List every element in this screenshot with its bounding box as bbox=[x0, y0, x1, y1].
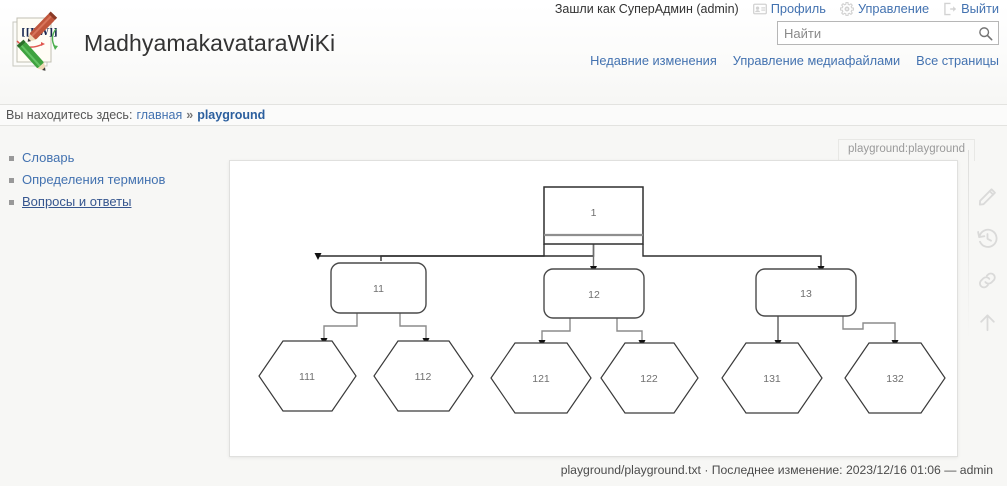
diagram-edges bbox=[317, 244, 896, 340]
diagram-node-111-label: 111 bbox=[299, 371, 315, 383]
logout-icon bbox=[943, 2, 957, 16]
diagram-node-12[interactable]: 12 bbox=[543, 268, 645, 319]
logout-link[interactable]: Выйти bbox=[943, 1, 999, 16]
flowchart-tree-diagram: 1 11 12 13 bbox=[258, 186, 946, 414]
search-button[interactable] bbox=[972, 22, 998, 44]
diagram-node-13-label: 13 bbox=[800, 288, 812, 300]
diagram-node-11-label: 11 bbox=[373, 283, 384, 295]
sidebar-item-opredeleniya-terminov[interactable]: Определения терминов bbox=[22, 172, 166, 187]
diagram-node-112[interactable]: 112 bbox=[373, 340, 474, 412]
diagram-node-131[interactable]: 131 bbox=[721, 342, 823, 414]
search-input[interactable] bbox=[778, 22, 972, 44]
site-logo-link[interactable]: [[DW]] bbox=[8, 10, 335, 76]
diagram-node-11[interactable]: 11 bbox=[330, 262, 427, 314]
breadcrumb-home-link[interactable]: главная bbox=[136, 108, 183, 122]
search-icon bbox=[978, 26, 993, 41]
diagram-node-132-label: 132 bbox=[886, 373, 904, 385]
list-item: Определения терминов bbox=[9, 172, 215, 188]
user-card-icon bbox=[752, 2, 767, 16]
breadcrumb-label: Вы находитесь здесь: bbox=[6, 108, 133, 122]
breadcrumb: Вы находитесь здесь: главная » playgroun… bbox=[0, 104, 1007, 126]
logout-link-label: Выйти bbox=[961, 1, 999, 16]
logged-in-as-text: Зашли как СуперАдмин (admin) bbox=[554, 1, 739, 16]
breadcrumb-current: playground bbox=[197, 108, 266, 122]
page-id-tab: playground:playground bbox=[838, 139, 976, 161]
backlinks-icon[interactable] bbox=[973, 266, 1001, 294]
edit-page-icon[interactable] bbox=[973, 182, 1001, 210]
diagram-node-12-label: 12 bbox=[588, 289, 600, 301]
tool-rail bbox=[967, 150, 1007, 336]
site-title: MadhyamakavataraWiKi bbox=[84, 29, 336, 56]
diagram-node-131-label: 131 bbox=[763, 373, 781, 385]
gear-icon bbox=[839, 1, 854, 16]
sidebar: Словарь Определения терминов Вопросы и о… bbox=[0, 150, 215, 216]
search-box[interactable] bbox=[777, 21, 999, 45]
diagram-panel: 1 11 12 13 bbox=[229, 160, 958, 457]
site-header: Зашли как СуперАдмин (admin) Профиль Упр… bbox=[0, 0, 1007, 100]
tool-rail-divider bbox=[968, 150, 969, 340]
dokuwiki-logo: [[DW]] bbox=[8, 10, 74, 76]
diagram-node-121[interactable]: 121 bbox=[490, 342, 592, 414]
history-icon[interactable] bbox=[973, 224, 1001, 252]
profile-link-label: Профиль bbox=[770, 1, 826, 16]
diagram-node-132[interactable]: 132 bbox=[844, 342, 946, 414]
diagram-node-1-label: 1 bbox=[591, 207, 597, 219]
diagram-node-122-label: 122 bbox=[640, 373, 658, 385]
nav-recent-changes[interactable]: Недавние изменения bbox=[590, 53, 717, 68]
diagram-node-13[interactable]: 13 bbox=[755, 268, 857, 317]
diagram-nodes: 1 11 12 13 bbox=[258, 186, 946, 414]
user-bar: Зашли как СуперАдмин (admin) Профиль Упр… bbox=[555, 1, 999, 16]
admin-link-label: Управление bbox=[857, 1, 930, 16]
diagram-node-112-label: 112 bbox=[415, 371, 432, 383]
diagram-node-1[interactable]: 1 bbox=[543, 186, 644, 245]
list-item: Вопросы и ответы bbox=[9, 194, 215, 210]
nav-media-manager[interactable]: Управление медиафайлами bbox=[732, 53, 901, 68]
sidebar-item-voprosy-i-otvety[interactable]: Вопросы и ответы bbox=[22, 194, 132, 209]
diagram-node-111[interactable]: 111 bbox=[258, 340, 357, 412]
diagram-node-121-label: 121 bbox=[532, 373, 550, 385]
sidebar-item-slovar[interactable]: Словарь bbox=[22, 150, 75, 165]
nav-all-pages[interactable]: Все страницы bbox=[916, 53, 999, 68]
breadcrumb-separator: » bbox=[186, 108, 194, 122]
diagram-node-122[interactable]: 122 bbox=[600, 342, 699, 414]
header-nav-links: Недавние изменения Управление медиафайла… bbox=[590, 53, 999, 68]
back-to-top-icon[interactable] bbox=[973, 308, 1001, 336]
admin-link[interactable]: Управление bbox=[839, 1, 930, 16]
page-info-footer: playground/playground.txt · Последнее из… bbox=[560, 463, 993, 477]
list-item: Словарь bbox=[9, 150, 215, 166]
profile-link[interactable]: Профиль bbox=[752, 1, 826, 16]
sidebar-list: Словарь Определения терминов Вопросы и о… bbox=[6, 150, 215, 210]
